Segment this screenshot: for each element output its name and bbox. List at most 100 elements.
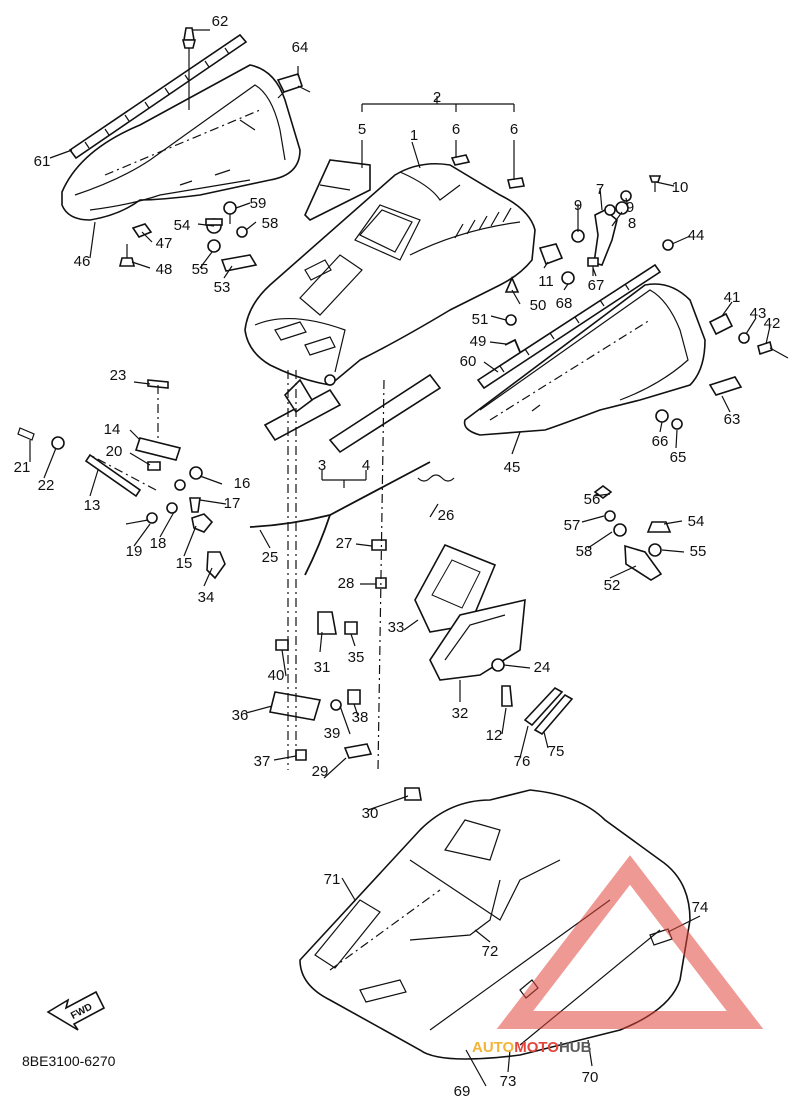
watermark: AUTOMOTOHUB	[472, 855, 764, 1056]
callout-65: 65	[670, 449, 687, 466]
callout-21: 21	[14, 459, 31, 476]
part-46-side-panel	[61, 64, 301, 221]
callout-7: 7	[596, 181, 604, 198]
callout-68: 68	[556, 295, 573, 312]
callout-3: 3	[318, 457, 326, 474]
callout-19: 19	[126, 543, 143, 560]
callout-54: 54	[174, 217, 191, 234]
callout-12: 12	[486, 727, 503, 744]
callout-15: 15	[176, 555, 193, 572]
part-62-rivet	[181, 27, 197, 110]
callout-51: 51	[472, 311, 489, 328]
callout-26: 26	[438, 507, 455, 524]
callout-57: 57	[564, 517, 581, 534]
callout-4: 4	[362, 457, 370, 474]
cable-25-26	[249, 461, 455, 576]
part-32-33-duct	[414, 543, 526, 681]
part-5-plate	[304, 159, 371, 221]
callout-49: 49	[470, 333, 487, 350]
callout-58b: 58	[262, 215, 279, 232]
callout-61: 61	[34, 153, 51, 170]
callout-41: 41	[724, 289, 741, 306]
hardware-12-24-75-76	[491, 658, 574, 736]
callout-46: 46	[74, 253, 91, 270]
part-64-clip	[276, 73, 311, 99]
callout-9b: 9	[626, 199, 634, 216]
watermark-part1: AUTO	[472, 1039, 515, 1056]
callout-55: 55	[192, 261, 209, 278]
callout-54b: 54	[688, 513, 705, 530]
part-60-rail	[476, 263, 662, 390]
callout-64: 64	[292, 39, 309, 56]
watermark-triangle-icon	[496, 855, 764, 1029]
svg-text:AUTOMOTOHUB: AUTOMOTOHUB	[472, 1039, 592, 1056]
callout-67: 67	[588, 277, 605, 294]
bracket-13-group	[17, 379, 226, 580]
callout-17: 17	[224, 495, 241, 512]
callout-1: 1	[410, 127, 418, 144]
hardware-27-to-40	[269, 539, 422, 801]
callout-20: 20	[106, 443, 123, 460]
hardware-47-48-53-54-55-58-59	[118, 201, 258, 272]
callout-6b: 6	[510, 121, 518, 138]
callout-11: 11	[538, 273, 554, 290]
lower-shroud-69-to-74	[299, 789, 691, 1060]
callout-75: 75	[548, 743, 565, 760]
callout-35: 35	[348, 649, 365, 666]
callout-66: 66	[652, 433, 669, 450]
callout-29: 29	[312, 763, 329, 780]
callout-55b: 55	[690, 543, 707, 560]
callout-59: 59	[250, 195, 267, 212]
callout-32: 32	[452, 705, 469, 722]
part-45-side-panel	[463, 283, 706, 436]
callout-72: 72	[482, 943, 499, 960]
callout-73: 73	[500, 1073, 517, 1090]
leader-lines	[29, 29, 771, 1087]
hardware-7-to-11	[538, 175, 662, 285]
callout-14: 14	[104, 421, 121, 438]
callout-76: 76	[514, 753, 531, 770]
callout-74: 74	[692, 899, 709, 916]
callout-43: 43	[750, 305, 767, 322]
callout-45: 45	[504, 459, 521, 476]
callout-8: 8	[628, 215, 636, 232]
callout-16: 16	[234, 475, 251, 492]
callout-34: 34	[198, 589, 215, 606]
callout-9: 9	[574, 197, 582, 214]
callout-28: 28	[338, 575, 355, 592]
callout-27: 27	[336, 535, 353, 552]
callout-39: 39	[324, 725, 341, 742]
callout-38: 38	[352, 709, 369, 726]
callout-47: 47	[156, 235, 173, 252]
callout-44: 44	[688, 227, 705, 244]
callout-60: 60	[460, 353, 477, 370]
callout-58: 58	[576, 543, 593, 560]
callout-31: 31	[314, 659, 331, 676]
callout-33: 33	[388, 619, 405, 636]
callout-36: 36	[232, 707, 249, 724]
part-1-hood	[244, 162, 536, 386]
callout-69: 69	[454, 1083, 471, 1100]
callout-10: 10	[672, 179, 689, 196]
callout-50: 50	[530, 297, 547, 314]
hardware-49-50-51	[504, 275, 521, 353]
callout-53: 53	[214, 279, 231, 296]
watermark-part3: HUB	[559, 1039, 592, 1056]
callout-6: 6	[452, 121, 460, 138]
callout-62: 62	[212, 13, 229, 30]
callout-40: 40	[268, 667, 285, 684]
callout-42: 42	[764, 315, 781, 332]
part-3-4-strips	[263, 373, 442, 454]
callout-24: 24	[534, 659, 551, 676]
callout-2: 2	[433, 89, 441, 106]
callout-13: 13	[84, 497, 101, 514]
alignment-lines	[89, 370, 385, 771]
callout-37: 37	[254, 753, 271, 770]
callout-23: 23	[110, 367, 127, 384]
diagram-code: 8BE3100-6270	[22, 1053, 116, 1069]
callout-70: 70	[582, 1069, 599, 1086]
callout-18: 18	[150, 535, 167, 552]
callout-48: 48	[156, 261, 173, 278]
